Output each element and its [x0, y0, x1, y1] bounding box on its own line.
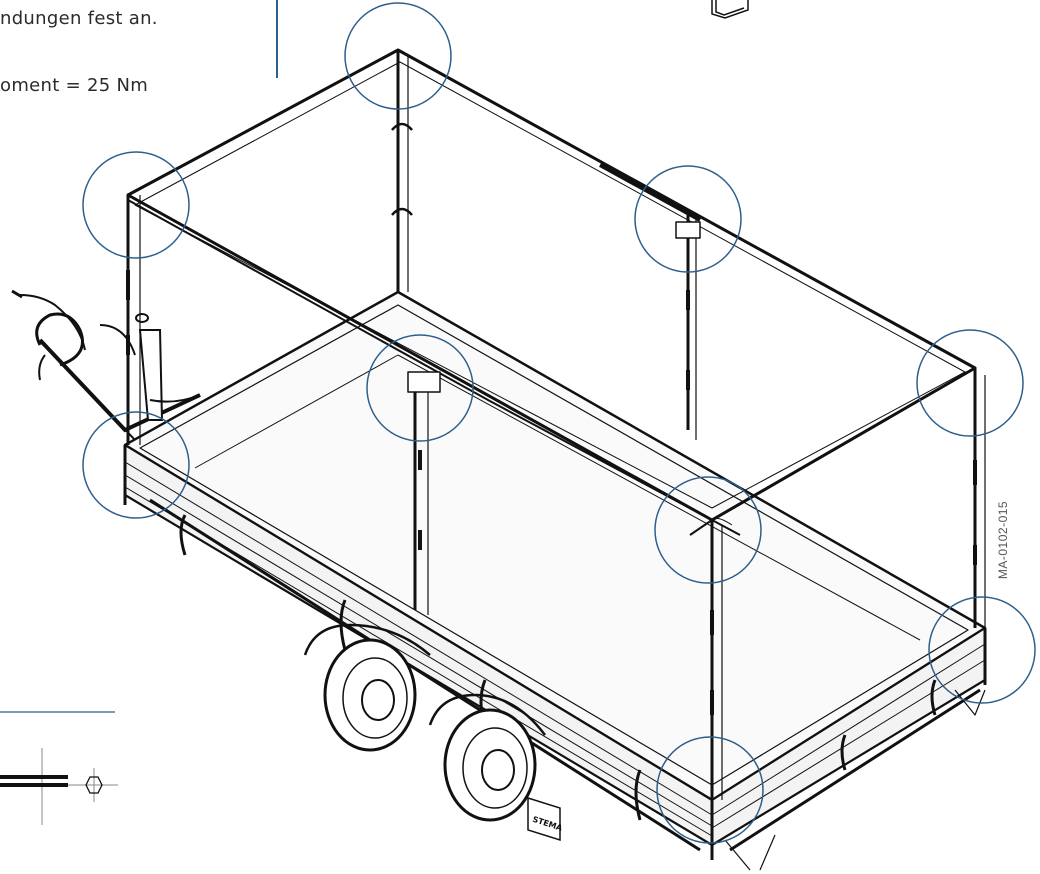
instruction-text-tighten: ndungen fest an.	[0, 8, 158, 29]
callout-circle-right-top	[916, 329, 1024, 437]
callout-circle-left-bottom	[82, 411, 190, 519]
callout-circles	[82, 2, 1036, 844]
callout-circle-front-bottom	[656, 736, 764, 844]
wheel-front	[303, 623, 431, 752]
weld-symbol	[0, 711, 118, 825]
drawbar	[11, 289, 201, 441]
callout-circle-top	[344, 2, 452, 110]
trailer-bed	[123, 290, 987, 871]
brand-plate: STEMA	[527, 796, 564, 842]
canopy-frame	[126, 48, 986, 800]
wheel-rear	[428, 693, 546, 822]
callout-circle-center	[366, 334, 474, 442]
callout-circle-rear-top	[654, 476, 762, 584]
callout-circle-right-bottom	[928, 596, 1036, 704]
instruction-text-torque: oment = 25 Nm	[0, 75, 149, 96]
callout-circle-mid-top	[634, 165, 742, 273]
callout-circle-left-top	[82, 151, 190, 259]
part-icon	[711, 0, 749, 19]
